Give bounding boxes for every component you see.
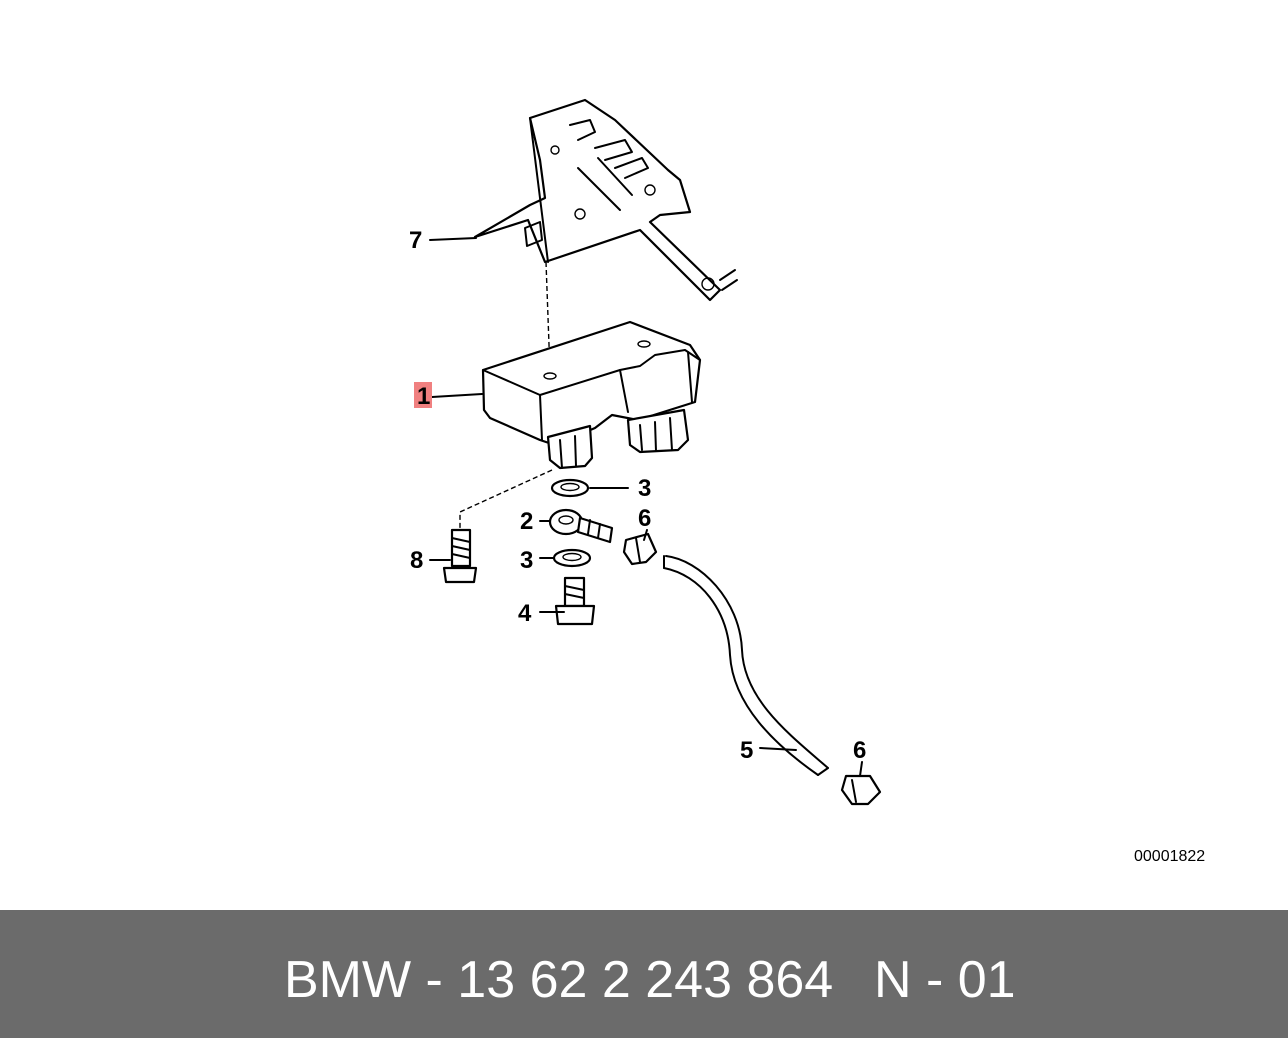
- part-number-label: BMW - 13 62 2 243 864: [284, 951, 834, 1009]
- callout-6-upper[interactable]: 6: [638, 505, 651, 532]
- leader-line-6-upper: [643, 529, 648, 541]
- drawing-number: 00001822: [1134, 848, 1206, 865]
- bolt-part-4[interactable]: [554, 576, 596, 626]
- footer-bar: BMW - 13 62 2 243 864 N - 01: [0, 910, 1288, 1038]
- callout-3-lower[interactable]: 3: [520, 547, 533, 574]
- alignment-line-bolt: [459, 469, 553, 528]
- washer-part-3-lower[interactable]: [552, 548, 592, 568]
- page-label: N - 01: [874, 951, 1016, 1009]
- callout-7[interactable]: 7: [409, 227, 422, 254]
- banjo-fitting-part-2[interactable]: [548, 508, 614, 544]
- control-unit-part-1[interactable]: [481, 320, 702, 470]
- parts-diagram: 1 2 3 3 4 5 6 6 7 8 00001822: [409, 98, 1206, 865]
- callout-8[interactable]: 8: [410, 547, 423, 574]
- exploded-view-drawing: 1 2 3 3 4 5 6 6 7 8: [409, 98, 882, 806]
- callout-2[interactable]: 2: [520, 508, 533, 535]
- callout-1-highlight: [414, 382, 432, 408]
- leader-line-1: [431, 393, 483, 398]
- hose-part-5[interactable]: [663, 555, 829, 776]
- leader-line-6-lower: [859, 761, 863, 777]
- leader-line-7: [429, 237, 477, 241]
- callout-3-upper[interactable]: 3: [638, 475, 651, 502]
- callout-1[interactable]: 1: [417, 383, 430, 410]
- hose-clamp-part-6-lower[interactable]: [840, 774, 882, 806]
- callout-5[interactable]: 5: [740, 737, 753, 764]
- bolt-part-8[interactable]: [442, 528, 478, 584]
- leader-line-5: [759, 747, 797, 751]
- hose-clamp-part-6-upper[interactable]: [622, 532, 658, 566]
- callout-4[interactable]: 4: [518, 600, 532, 627]
- bracket-part-7[interactable]: [473, 98, 738, 302]
- washer-part-3-upper[interactable]: [550, 478, 590, 498]
- callout-6-lower[interactable]: 6: [853, 737, 866, 764]
